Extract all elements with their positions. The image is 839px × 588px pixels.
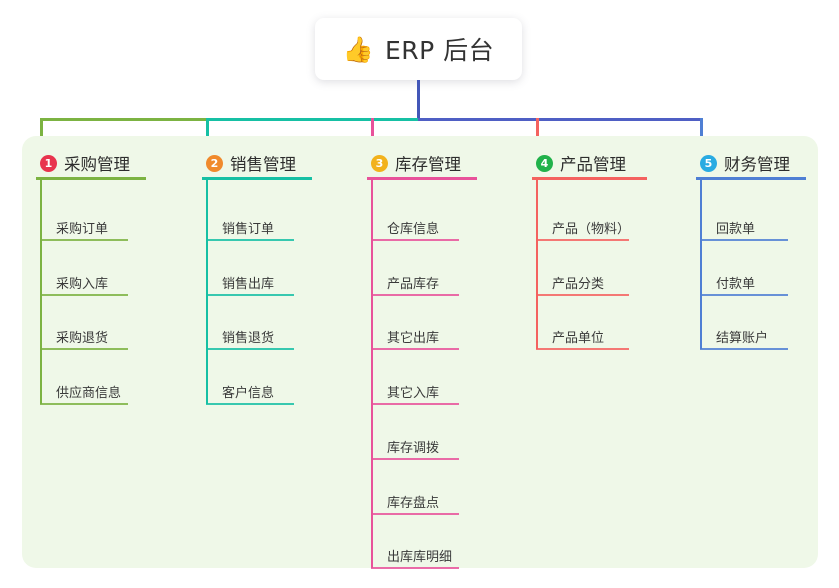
branch-title-3: 库存管理 (395, 155, 461, 174)
branches-panel (22, 136, 818, 568)
leaf-node-label[interactable]: 客户信息 (222, 386, 275, 402)
branch-header-rule-3 (367, 177, 477, 180)
branch-header-rule-2 (202, 177, 312, 180)
branch-badge-3: 3 (371, 154, 388, 172)
branch-header-rule-4 (532, 177, 647, 180)
branch-title-2: 销售管理 (230, 155, 296, 174)
connector-drop-3 (371, 118, 374, 150)
leaf-node-rule (371, 457, 459, 460)
leaf-node-label[interactable]: 供应商信息 (56, 386, 122, 402)
leaf-node-rule (206, 293, 294, 296)
leaf-node-rule (40, 293, 128, 296)
branch-spine-4 (536, 180, 538, 350)
leaf-node-rule (206, 403, 294, 406)
leaf-node-rule (206, 348, 294, 351)
branch-badge-2: 2 (206, 154, 223, 172)
leaf-node-label[interactable]: 回款单 (716, 222, 756, 237)
leaf-node-rule (371, 239, 459, 241)
branch-title-5: 财务管理 (724, 155, 790, 174)
leaf-node-rule (371, 403, 459, 406)
connector-bar-segment-1 (40, 118, 208, 121)
branch-title-1: 采购管理 (64, 155, 130, 174)
connector-bar-segment-2 (206, 118, 420, 121)
root-node-content: 👍 ERP 后台 (343, 31, 494, 67)
leaf-node-rule (371, 567, 459, 570)
branch-spine-5 (700, 180, 702, 350)
branch-header-5[interactable]: 5 财务管理 (700, 146, 790, 180)
leaf-node-rule (536, 293, 629, 296)
connector-drop-5 (700, 118, 703, 150)
thumbs-up-icon: 👍 (342, 34, 374, 64)
branch-spine-1 (40, 180, 42, 405)
branch-badge-5: 5 (700, 154, 717, 172)
leaf-node-rule (371, 293, 459, 296)
leaf-node-rule (371, 512, 459, 515)
connector-root-stem (417, 80, 420, 120)
branch-spine-2 (206, 180, 208, 405)
leaf-node-label[interactable]: 产品库存 (387, 276, 440, 292)
leaf-node-label[interactable]: 销售出库 (222, 276, 275, 292)
root-node-title: ERP 后台 (384, 36, 495, 65)
leaf-node-label[interactable]: 采购入库 (56, 276, 109, 292)
leaf-node-rule (40, 348, 128, 351)
leaf-node-label[interactable]: 其它出库 (387, 331, 440, 347)
branch-title-4: 产品管理 (560, 155, 626, 174)
leaf-node-label[interactable]: 库存调拨 (387, 440, 440, 456)
leaf-node-rule (371, 348, 459, 351)
leaf-node-rule (40, 403, 128, 406)
leaf-node-label[interactable]: 销售订单 (222, 222, 275, 237)
leaf-node-rule (700, 239, 788, 241)
leaf-node-label[interactable]: 其它入库 (387, 386, 440, 402)
leaf-node-label[interactable]: 采购退货 (56, 331, 109, 347)
leaf-node-label[interactable]: 付款单 (716, 276, 756, 292)
branch-header-rule-1 (36, 177, 146, 180)
leaf-node-label[interactable]: 销售退货 (222, 331, 275, 347)
branch-header-2[interactable]: 2 销售管理 (206, 146, 296, 180)
branch-badge-1: 1 (40, 154, 57, 172)
leaf-node-label[interactable]: 出库库明细 (387, 550, 453, 566)
leaf-node-label[interactable]: 产品分类 (552, 276, 605, 292)
leaf-node-label[interactable]: 结算账户 (716, 331, 769, 347)
leaf-node-rule (206, 239, 294, 241)
root-node[interactable]: 👍 ERP 后台 (315, 18, 522, 80)
leaf-node-label[interactable]: 仓库信息 (387, 222, 440, 237)
connector-drop-2 (206, 118, 209, 150)
branch-header-1[interactable]: 1 采购管理 (40, 146, 130, 180)
leaf-node-rule (700, 293, 788, 296)
leaf-node-rule (700, 348, 788, 351)
leaf-node-label[interactable]: 产品单位 (552, 331, 605, 347)
branch-header-rule-5 (696, 177, 806, 180)
leaf-node-label[interactable]: 采购订单 (56, 222, 109, 237)
branch-spine-3 (371, 180, 373, 569)
connector-drop-4 (536, 118, 539, 150)
connector-drop-1 (40, 118, 43, 150)
leaf-node-rule (536, 348, 629, 351)
leaf-node-rule (40, 239, 128, 241)
leaf-node-label[interactable]: 库存盘点 (387, 495, 440, 511)
leaf-node-label[interactable]: 产品（物料） (552, 222, 631, 237)
branch-header-3[interactable]: 3 库存管理 (371, 146, 461, 180)
connector-bar-segment-3 (418, 118, 703, 121)
branch-header-4[interactable]: 4 产品管理 (536, 146, 626, 180)
branch-badge-4: 4 (536, 154, 553, 172)
leaf-node-rule (536, 239, 629, 241)
